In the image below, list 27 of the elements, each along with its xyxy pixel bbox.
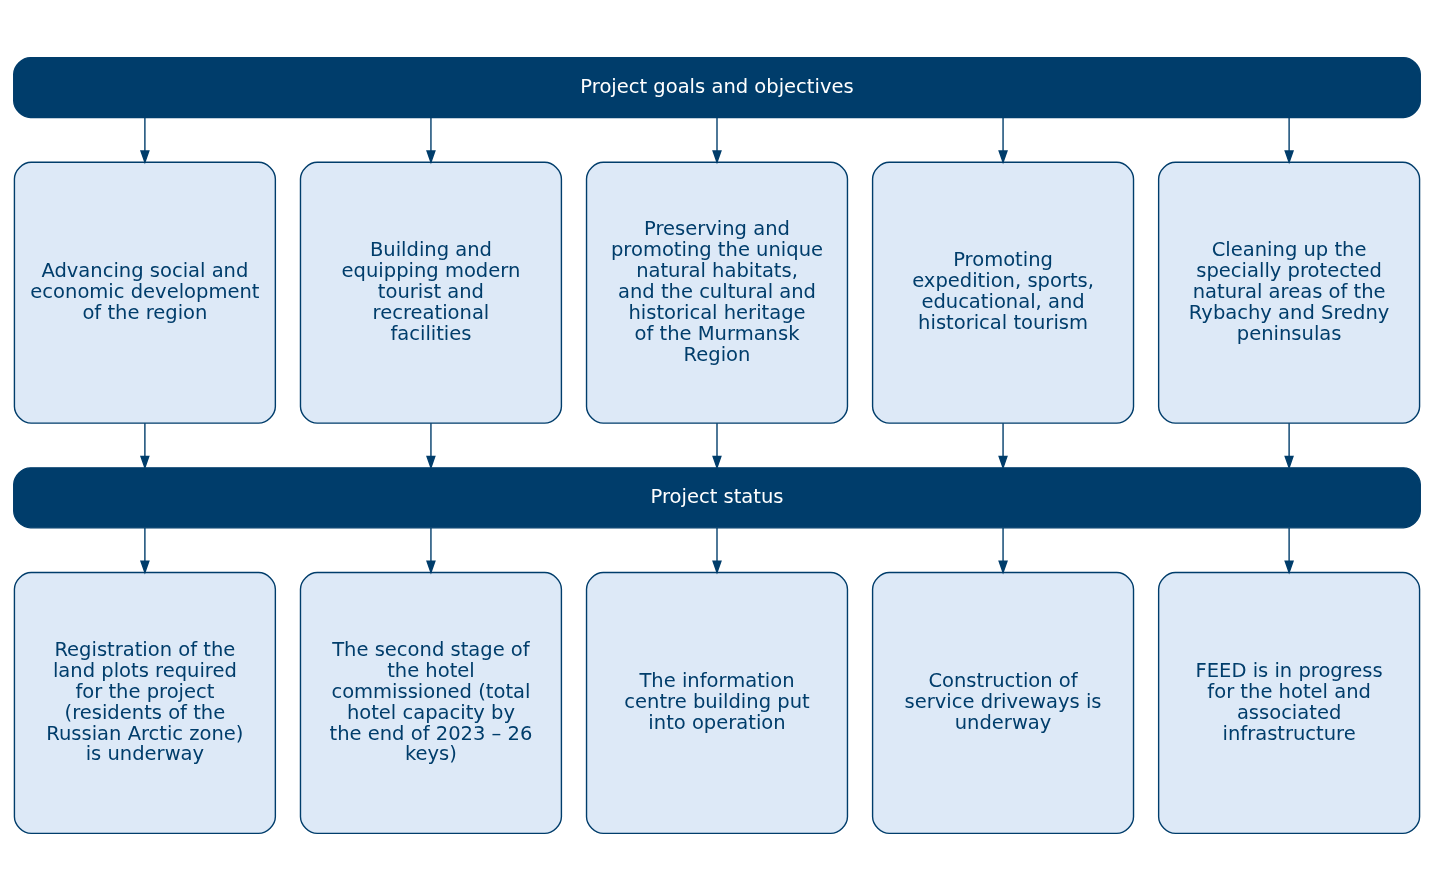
arrow [1284, 117, 1294, 165]
node-box: Advancing social and economic development of the region [13, 161, 277, 424]
arrow [712, 527, 722, 575]
arrow [712, 422, 722, 470]
node-box: The information centre building put into operation [585, 571, 849, 835]
node-box: Promoting expedition, sports, educational, and historical tourism [871, 161, 1135, 424]
node-box: The second stage of the hotel commissioned (total hotel capacity by the end of 2023 – 26 keys) [299, 571, 563, 835]
arrow [426, 527, 436, 575]
node-box: Preserving and promoting the unique natural habitats, and the cultural and historical heritage of the Murmansk Region [585, 161, 849, 424]
node-box: FEED is in progress for the hotel and associated infrastructure [1157, 571, 1421, 835]
arrow [998, 422, 1008, 470]
arrow [426, 422, 436, 470]
node-box: Project goals and objectives [13, 56, 1421, 119]
node-box: Building and equipping modern tourist and recreational facilities [299, 161, 563, 424]
node-box: Cleaning up the specially protected natural areas of the Rybachy and Sredny peninsulas [1157, 161, 1421, 424]
arrow [140, 117, 150, 165]
arrow [1284, 422, 1294, 470]
arrow [1284, 527, 1294, 575]
node-box: Construction of service driveways is underway [871, 571, 1135, 835]
arrow [998, 117, 1008, 165]
arrow [140, 422, 150, 470]
arrow [998, 527, 1008, 575]
arrow [426, 117, 436, 165]
arrow [140, 527, 150, 575]
arrow [712, 117, 722, 165]
node-box: Project status [13, 467, 1421, 529]
node-box: Registration of the land plots required for the project (residents of the Russian Arctic zone) is underway [13, 571, 277, 835]
